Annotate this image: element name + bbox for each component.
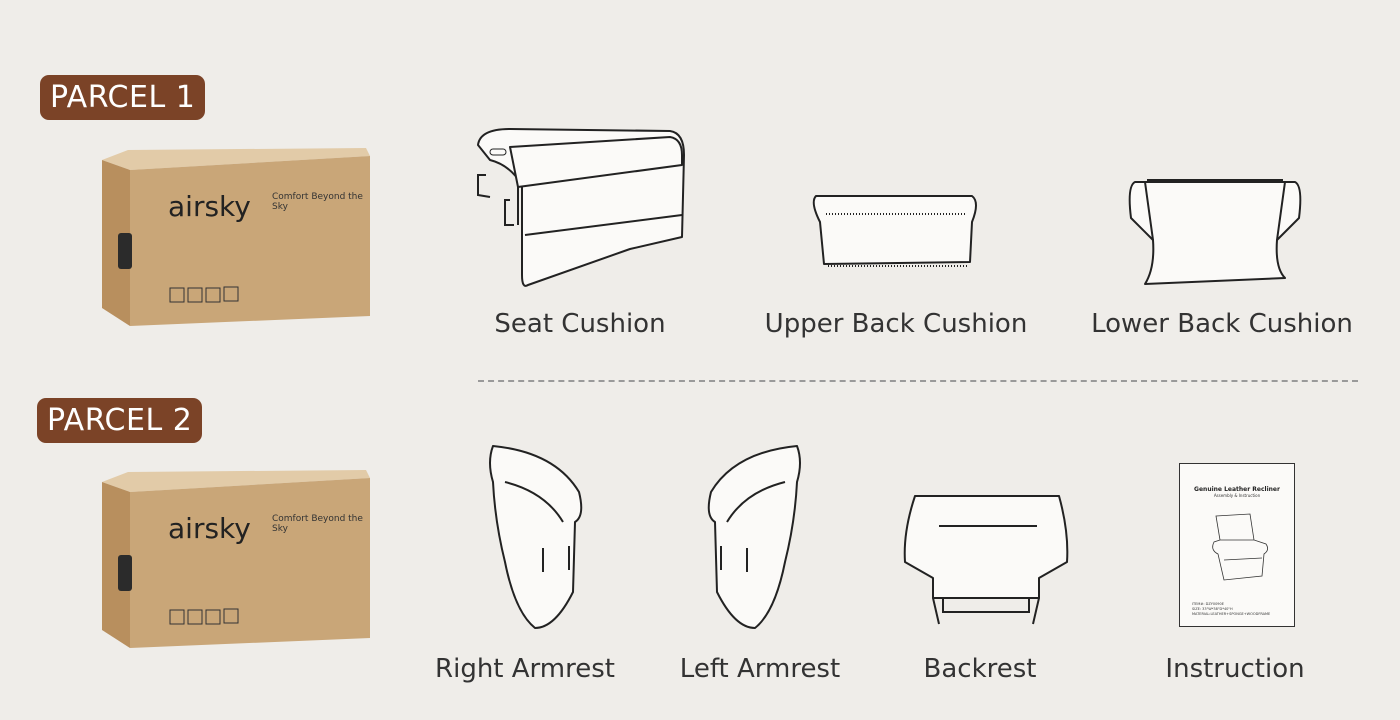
cardboard-box-image: [102, 148, 370, 326]
item-label-instruction: Instruction: [1165, 654, 1305, 684]
parcel-1-box: airsky Comfort Beyond the Sky: [100, 148, 372, 328]
item-label-upper-back-cushion: Upper Back Cushion: [764, 309, 1028, 339]
parcel-2-badge: PARCEL 2: [37, 398, 203, 443]
item-label-lower-back-cushion: Lower Back Cushion: [1091, 309, 1353, 339]
booklet-title: Genuine Leather Recliner: [1194, 486, 1280, 493]
item-label-seat-cushion: Seat Cushion: [494, 309, 666, 339]
parcel-divider: [478, 380, 1358, 382]
box-slogan: Comfort Beyond the Sky: [272, 192, 363, 212]
booklet-subtitle: Assembly & Instruction: [1213, 493, 1261, 498]
seat-cushion-drawing: [477, 128, 685, 287]
backrest-drawing: [903, 495, 1069, 625]
item-label-backrest: Backrest: [923, 654, 1037, 684]
left-armrest-drawing: [707, 445, 801, 629]
recliner-illustration: [1212, 513, 1268, 581]
parcel-1-badge: PARCEL 1: [40, 75, 206, 120]
booklet-spec-size: SIZE: 33"W*38"D*40"H: [1192, 607, 1233, 611]
box-slogan: Comfort Beyond the Sky: [272, 514, 363, 534]
item-label-right-armrest: Right Armrest: [435, 654, 615, 684]
booklet-spec-item: ITEM#: DZY0090E: [1192, 602, 1224, 606]
box-brand-logo: airsky: [168, 190, 251, 223]
lower-back-cushion-drawing: [1128, 179, 1302, 285]
booklet-spec-material: MATERIAL:LEATHER+SPONGE+WOODFRAME: [1192, 612, 1271, 616]
cardboard-box-image: [102, 470, 370, 648]
upper-back-cushion-drawing: [812, 195, 977, 267]
right-armrest-drawing: [489, 445, 583, 629]
instruction-booklet: Genuine Leather Recliner Assembly & Inst…: [1179, 463, 1295, 627]
parcel-2-box: airsky Comfort Beyond the Sky: [100, 470, 372, 650]
item-label-left-armrest: Left Armrest: [679, 654, 841, 684]
box-brand-logo: airsky: [168, 512, 251, 545]
